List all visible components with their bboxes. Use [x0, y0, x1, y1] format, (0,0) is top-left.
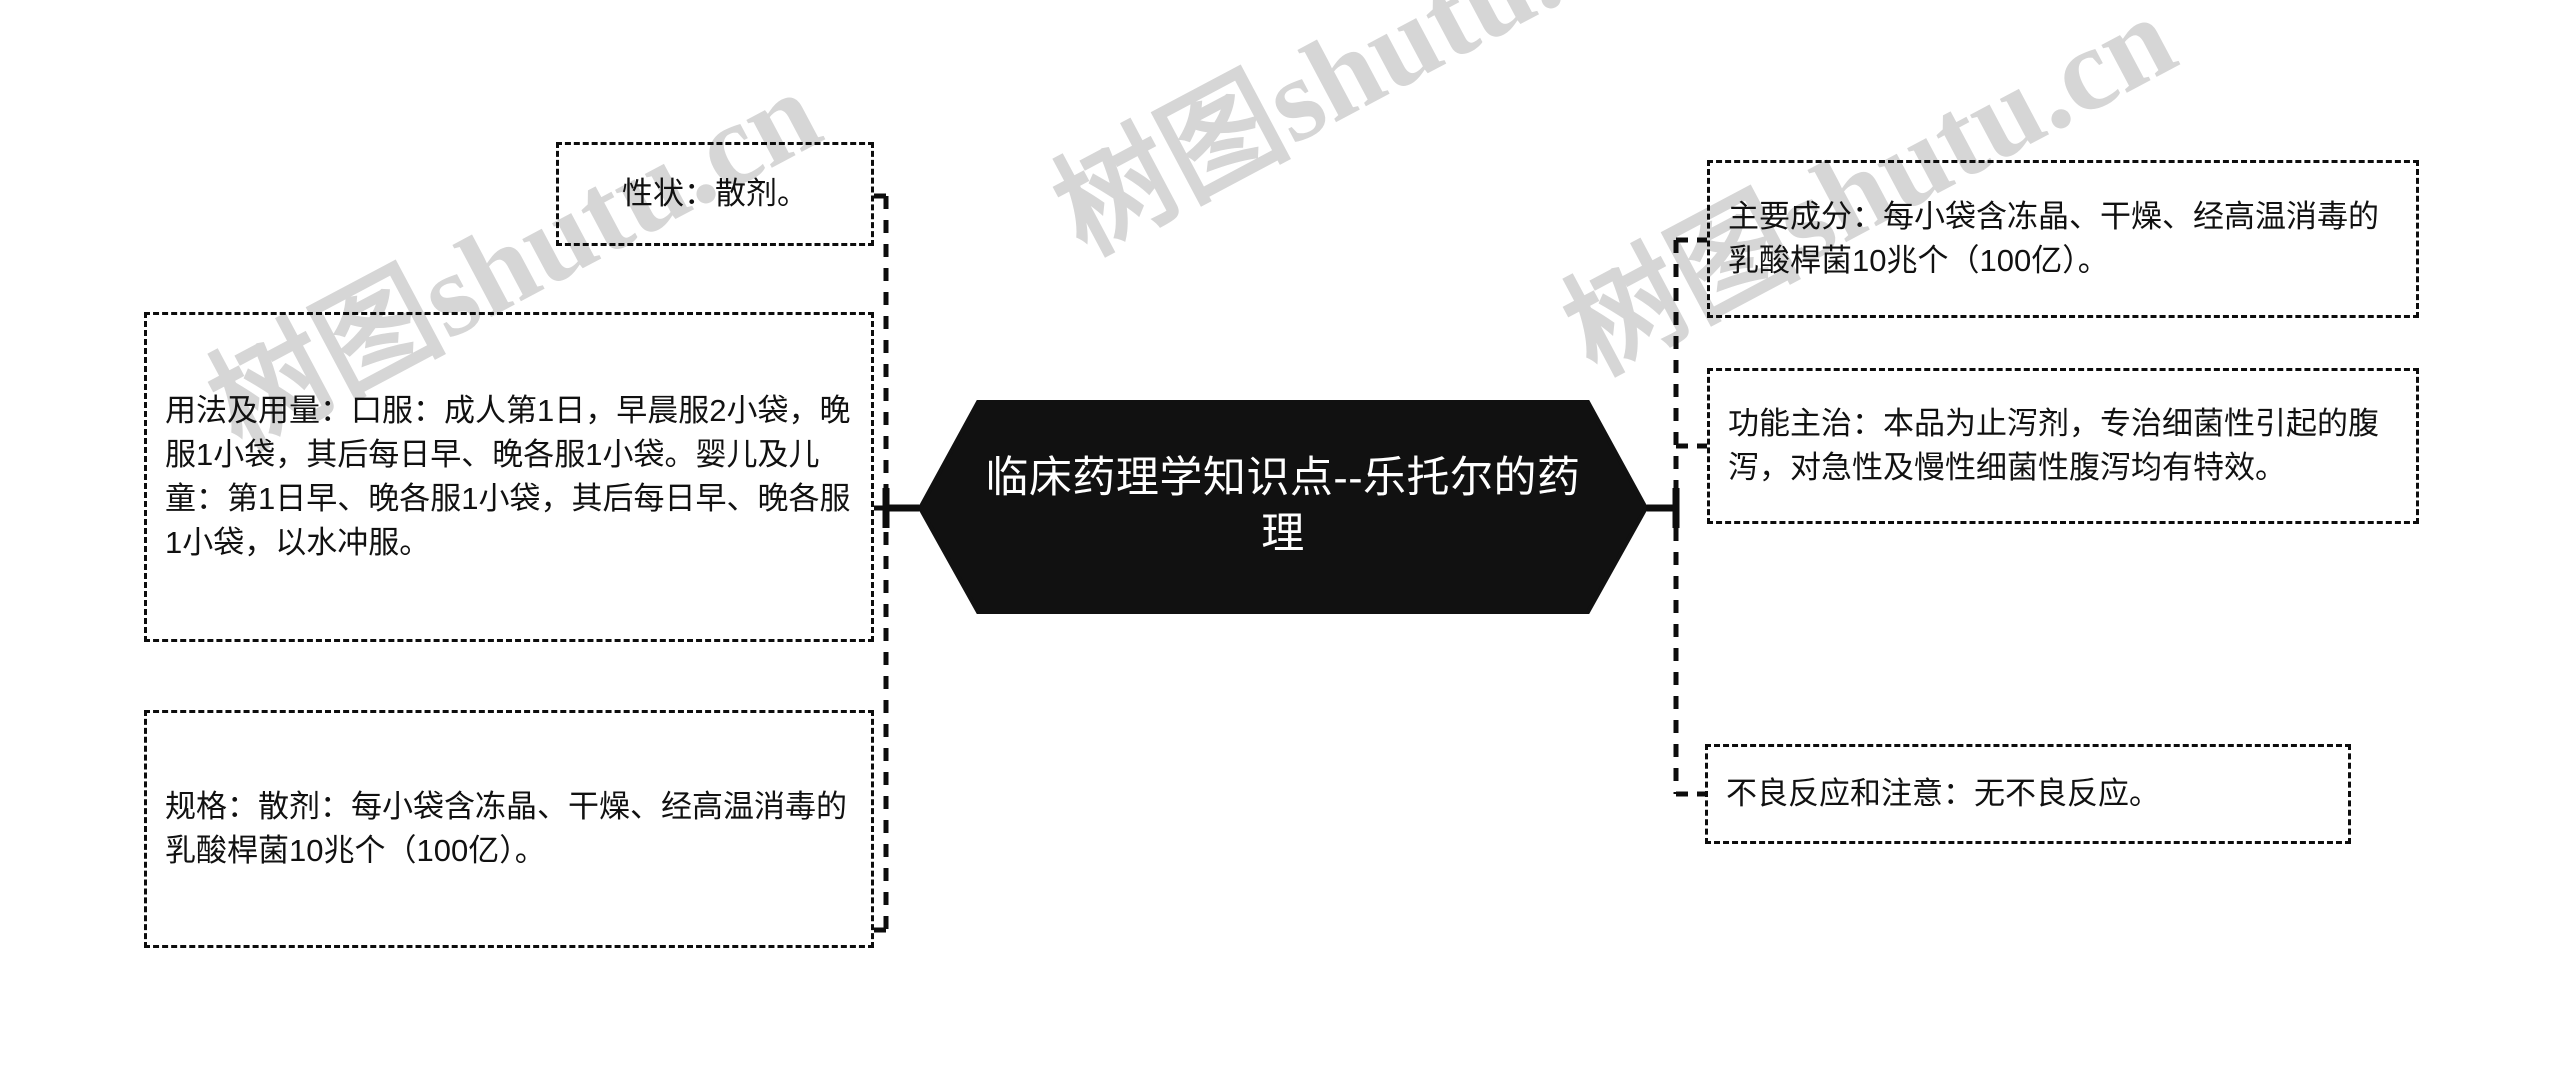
leaf-node-guige[interactable]: 规格：散剂：每小袋含冻晶、干燥、经高温消毒的乳酸桿菌10兆个（100亿）。 [144, 710, 874, 948]
leaf-node-zhuyao-chengfen-label: 主要成分：每小袋含冻晶、干燥、经高温消毒的乳酸桿菌10兆个（100亿）。 [1728, 198, 2379, 278]
root-node-shape [920, 400, 1646, 614]
leaf-node-xingzhuang[interactable]: 性状：散剂。 [556, 142, 874, 246]
leaf-node-gongneng-zhuzhi-label: 功能主治：本品为止泻剂，专治细菌性引起的腹泻，对急性及慢性细菌性腹泻均有特效。 [1728, 405, 2379, 485]
leaf-node-yongfa-jiyongliang[interactable]: 用法及用量：口服：成人第1日，早晨服2小袋，晚服1小袋，其后每日早、晚各服1小袋… [144, 312, 874, 642]
leaf-node-guige-label: 规格：散剂：每小袋含冻晶、干燥、经高温消毒的乳酸桿菌10兆个（100亿）。 [165, 788, 847, 868]
leaf-node-gongneng-zhuzhi[interactable]: 功能主治：本品为止泻剂，专治细菌性引起的腹泻，对急性及慢性细菌性腹泻均有特效。 [1707, 368, 2419, 524]
root-node[interactable]: 临床药理学知识点--乐托尔的药理 [920, 400, 1646, 614]
leaf-node-zhuyao-chengfen[interactable]: 主要成分：每小袋含冻晶、干燥、经高温消毒的乳酸桿菌10兆个（100亿）。 [1707, 160, 2419, 318]
root-node-label: 临床药理学知识点--乐托尔的药理 [985, 454, 1581, 558]
leaf-node-buliang-fanying-label: 不良反应和注意：无不良反应。 [1726, 775, 2160, 811]
leaf-node-yongfa-jiyongliang-label: 用法及用量：口服：成人第1日，早晨服2小袋，晚服1小袋，其后每日早、晚各服1小袋… [165, 392, 851, 561]
leaf-node-buliang-fanying[interactable]: 不良反应和注意：无不良反应。 [1705, 744, 2351, 844]
leaf-node-xingzhuang-label: 性状：散剂。 [622, 175, 808, 211]
